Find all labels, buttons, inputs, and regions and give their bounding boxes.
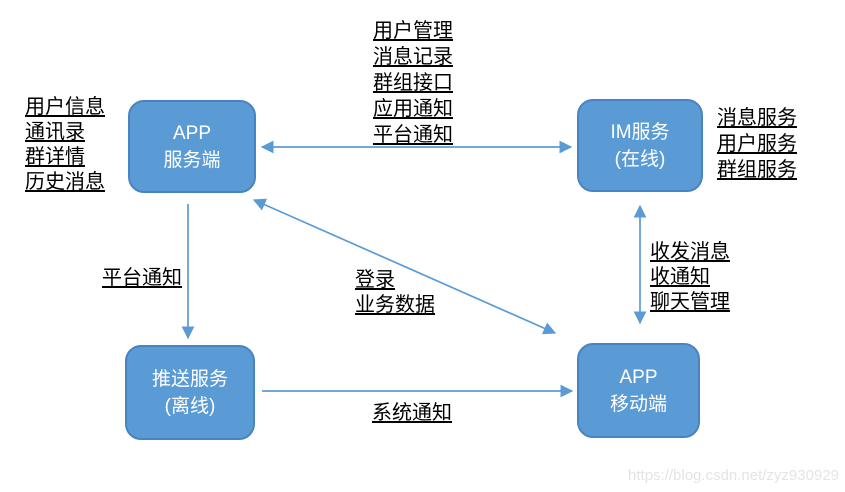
labels-bottom: 系统通知 <box>372 401 452 426</box>
node-push-service-line2: (离线) <box>164 395 216 417</box>
label: 历史消息 <box>25 171 105 193</box>
node-im-service-line1: IM服务 <box>610 121 670 143</box>
labels-right: 消息服务 用户服务 群组服务 <box>717 105 797 183</box>
label: 平台通知 <box>102 267 182 289</box>
label: 业务数据 <box>355 294 435 316</box>
node-app-server-line1: APP <box>172 122 212 144</box>
label: 应用通知 <box>373 98 453 120</box>
label: 消息服务 <box>717 107 797 129</box>
label: 平台通知 <box>373 124 453 146</box>
node-app-server-line2: 服务端 <box>163 149 221 171</box>
label: 消息记录 <box>373 46 453 68</box>
node-push-service: 推送服务 (离线) <box>125 345 255 440</box>
arrow-appserver-appmobile-diagonal <box>252 198 557 335</box>
node-push-service-line1: 推送服务 <box>151 368 228 390</box>
watermark-url: https://blog.csdn.net/zyz930929 <box>628 467 839 484</box>
label: 用户管理 <box>373 20 453 42</box>
label: 通讯录 <box>25 121 85 143</box>
labels-right-middle: 收发消息 收通知 聊天管理 <box>650 240 730 315</box>
node-app-mobile: APP 移动端 <box>577 343 700 438</box>
label: 系统通知 <box>372 402 452 424</box>
labels-top-center: 用户管理 消息记录 群组接口 应用通知 平台通知 <box>373 18 453 148</box>
node-im-service-line2: (在线) <box>614 148 666 170</box>
node-app-mobile-line2: 移动端 <box>609 393 667 415</box>
label: 群详情 <box>25 146 85 168</box>
label: 群组服务 <box>717 159 797 181</box>
label: 用户服务 <box>717 133 797 155</box>
labels-left: 用户信息 通讯录 群详情 历史消息 <box>25 95 105 195</box>
node-app-mobile-line1: APP <box>619 366 658 388</box>
label: 聊天管理 <box>650 291 730 313</box>
node-im-service: IM服务 (在线) <box>577 99 703 192</box>
label: 收通知 <box>650 266 710 288</box>
labels-left-middle: 平台通知 <box>102 266 182 291</box>
label: 收发消息 <box>650 241 730 263</box>
label: 群组接口 <box>373 72 453 94</box>
node-app-server: APP 服务端 <box>128 100 256 193</box>
labels-center: 登录 业务数据 <box>355 268 435 318</box>
label: 登录 <box>355 269 395 291</box>
label: 用户信息 <box>25 96 105 118</box>
